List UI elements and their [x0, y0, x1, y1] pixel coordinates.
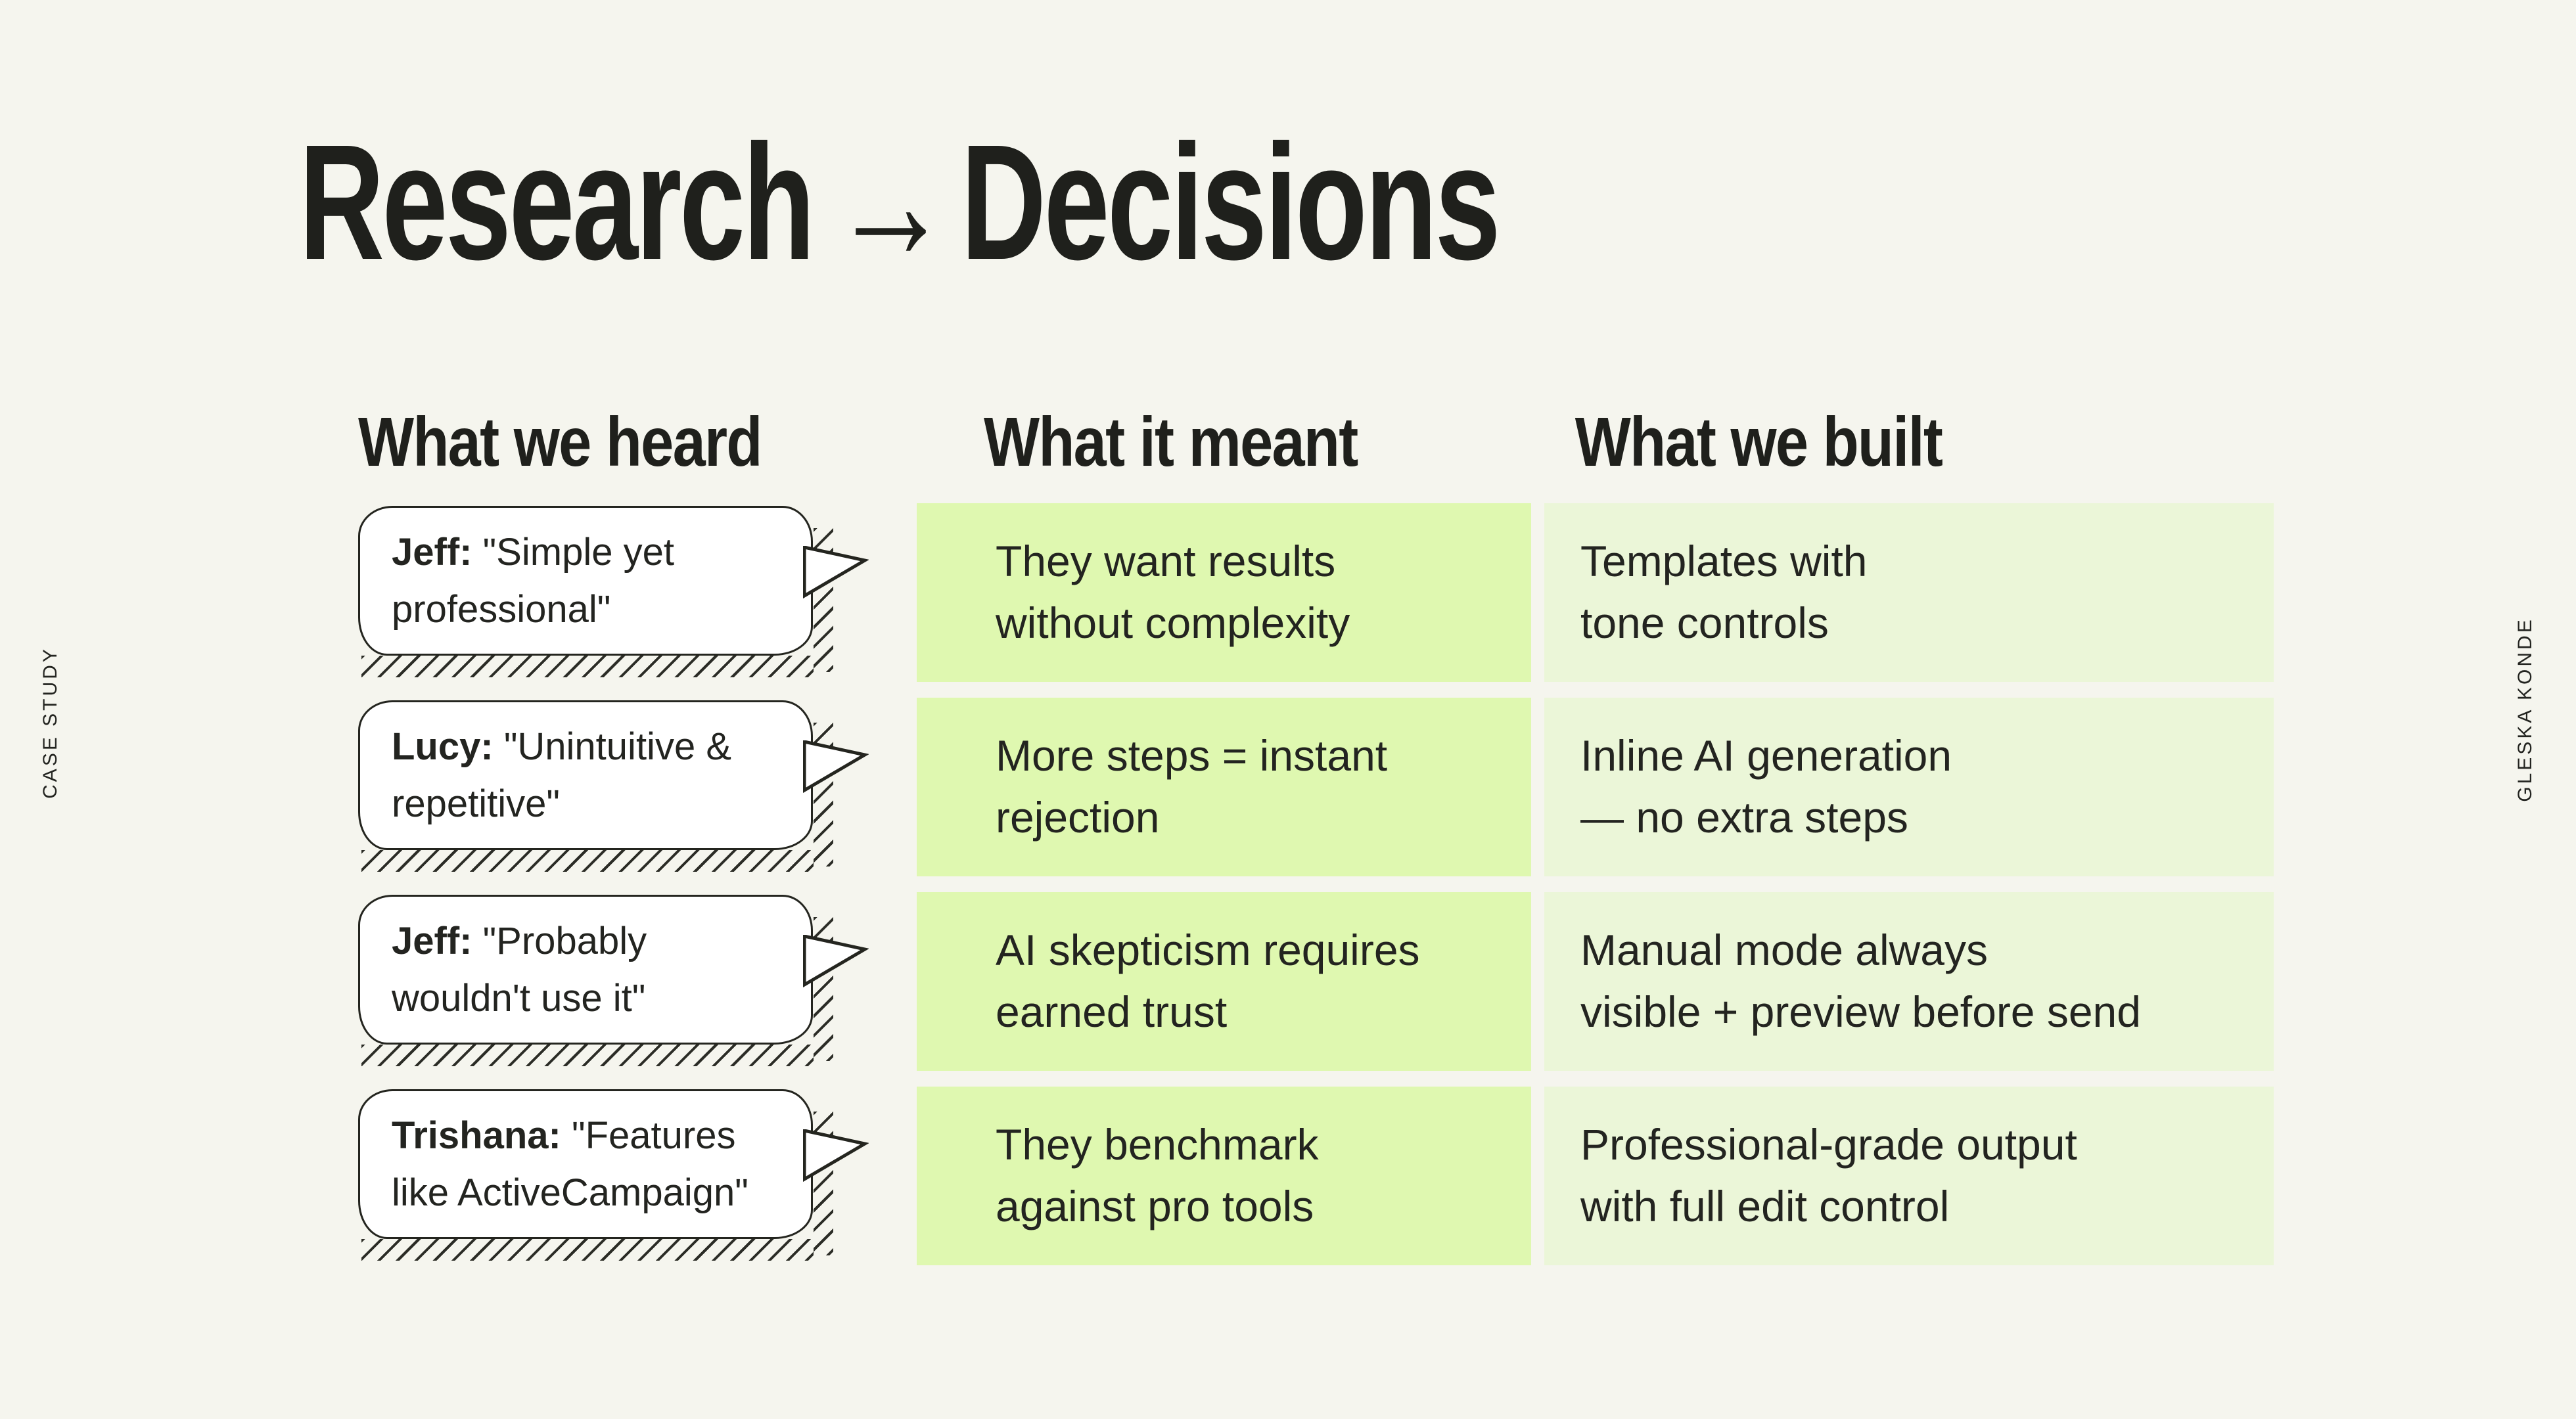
built-text: Templates with tone controls: [1580, 537, 1868, 647]
title-right: Decisions: [961, 110, 1501, 294]
case-study-label: CASE STUDY: [39, 646, 61, 799]
hatch-shading: [361, 656, 814, 677]
speech-bubble-lucy: Lucy: "Unintuitive & repetitive": [358, 700, 869, 872]
bubble-text: Lucy: "Unintuitive & repetitive": [392, 718, 731, 832]
meant-cell: AI skepticism requires earned trust: [917, 892, 1531, 1071]
speaker-name: Jeff:: [392, 531, 472, 574]
built-cell: Inline AI generation — no extra steps: [1544, 698, 2274, 876]
bubble-row: Lucy: "Unintuitive & repetitive": [358, 698, 877, 876]
quote-text: "Features like ActiveCampaign": [392, 1114, 748, 1214]
built-text: Professional-grade output with full edit…: [1580, 1120, 2077, 1230]
hatch-shading: [361, 850, 814, 872]
title-left: Research: [299, 110, 815, 294]
meant-text: More steps = instant rejection: [996, 731, 1388, 842]
bubble-tail-icon: [803, 934, 869, 987]
meant-cell: They benchmark against pro tools: [917, 1087, 1531, 1265]
meant-cell: More steps = instant rejection: [917, 698, 1531, 876]
bubble-text: Jeff: "Probably wouldn't use it": [392, 912, 647, 1027]
column-header-meant: What it meant: [984, 403, 1358, 481]
bubble-text: Jeff: "Simple yet professional": [392, 524, 674, 638]
speaker-name: Jeff:: [392, 920, 472, 962]
page-title: Research→Decisions: [299, 120, 1501, 284]
bubble-text: Trishana: "Features like ActiveCampaign": [392, 1107, 748, 1221]
bubble-tail-icon: [803, 1129, 869, 1182]
bubble-row: Trishana: "Features like ActiveCampaign": [358, 1087, 877, 1265]
quote-text: "Probably wouldn't use it": [392, 920, 647, 1020]
column-heard: What we heard Jeff: "Simple yet professi…: [358, 407, 877, 1281]
built-text: Manual mode always visible + preview bef…: [1580, 926, 2141, 1036]
speech-bubble-jeff-1: Jeff: "Simple yet professional": [358, 506, 869, 677]
quote-text: "Simple yet professional": [392, 531, 674, 631]
bubble-row: Jeff: "Simple yet professional": [358, 503, 877, 682]
column-built: What we built Templates with tone contro…: [1544, 407, 2274, 1281]
bubble-tail-icon: [803, 545, 869, 598]
arrow-right-icon: →: [831, 110, 950, 294]
author-label: GLESKA KONDE: [2514, 617, 2536, 802]
column-header-heard: What we heard: [358, 403, 762, 481]
meant-text: AI skepticism requires earned trust: [996, 926, 1420, 1036]
speech-bubble-jeff-2: Jeff: "Probably wouldn't use it": [358, 895, 869, 1066]
speaker-name: Lucy:: [392, 725, 494, 768]
built-cell: Manual mode always visible + preview bef…: [1544, 892, 2274, 1071]
hatch-shading: [361, 1045, 814, 1066]
column-meant: What it meant They want results without …: [917, 407, 1531, 1281]
meant-text: They benchmark against pro tools: [996, 1120, 1319, 1230]
hatch-shading: [361, 1239, 814, 1261]
bubble-tail-icon: [803, 740, 869, 793]
speech-bubble-trishana: Trishana: "Features like ActiveCampaign": [358, 1089, 869, 1261]
column-header-built: What we built: [1575, 403, 1943, 481]
meant-cell: They want results without complexity: [917, 503, 1531, 682]
quote-text: "Unintuitive & repetitive": [392, 725, 731, 825]
speaker-name: Trishana:: [392, 1114, 561, 1157]
bubble-row: Jeff: "Probably wouldn't use it": [358, 892, 877, 1071]
built-cell: Templates with tone controls: [1544, 503, 2274, 682]
built-text: Inline AI generation — no extra steps: [1580, 731, 1952, 842]
meant-text: They want results without complexity: [996, 537, 1350, 647]
built-cell: Professional-grade output with full edit…: [1544, 1087, 2274, 1265]
